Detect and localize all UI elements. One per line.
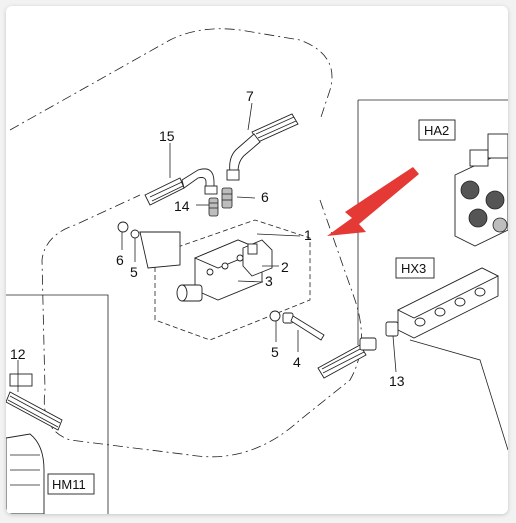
hx3-region-border <box>409 339 508 451</box>
callout-5-left: 5 <box>130 264 138 280</box>
washer-5-lower <box>269 310 281 322</box>
diagram-card: 7 15 14 6 1 2 3 6 5 5 4 13 12 HA2 HX3 HM… <box>6 6 508 514</box>
ha2-label-box <box>418 119 456 141</box>
hx3-label-box <box>395 257 435 279</box>
ha2-label: HA2 <box>424 123 449 138</box>
fitting-6-upper <box>221 187 233 209</box>
solenoid <box>242 239 273 277</box>
valve-subassembly-box <box>154 219 311 341</box>
hose-7 <box>226 113 299 181</box>
assembly-outline-lower <box>41 194 362 458</box>
callout-14: 14 <box>174 198 190 214</box>
callout-12: 12 <box>10 346 26 362</box>
callout-1: 1 <box>304 227 312 243</box>
nut-6-left <box>117 221 129 233</box>
fitting-14 <box>208 197 219 217</box>
callout-7: 7 <box>246 88 254 104</box>
hm11-motor <box>6 433 45 514</box>
washer-5-left <box>130 229 140 239</box>
ha2-valve-bank <box>454 133 508 247</box>
hm11-label: HM11 <box>52 477 86 492</box>
callout-4: 4 <box>293 354 301 370</box>
callout-6-upper: 6 <box>261 189 269 205</box>
highlight-arrow <box>327 167 419 236</box>
leader-lines <box>17 102 397 392</box>
callout-13: 13 <box>389 373 405 389</box>
hx3-label: HX3 <box>401 261 426 276</box>
bolt-4 <box>282 312 325 341</box>
assembly-outline-upper <box>9 28 333 131</box>
callout-15: 15 <box>159 128 175 144</box>
hose-12 <box>6 373 63 431</box>
hm11-label-box <box>47 473 95 495</box>
bracket-plate <box>139 231 181 269</box>
hm11-region-border <box>6 294 109 514</box>
callout-5-lower: 5 <box>271 344 279 360</box>
hose-15 <box>144 168 218 206</box>
callout-3: 3 <box>265 273 273 289</box>
callout-6-left: 6 <box>116 252 124 268</box>
exploded-parts-diagram: 7 15 14 6 1 2 3 6 5 5 4 13 12 HA2 HX3 HM… <box>6 28 508 514</box>
hx3-manifold <box>396 267 500 339</box>
hose-hx3 <box>317 321 399 379</box>
callout-2: 2 <box>281 259 289 275</box>
